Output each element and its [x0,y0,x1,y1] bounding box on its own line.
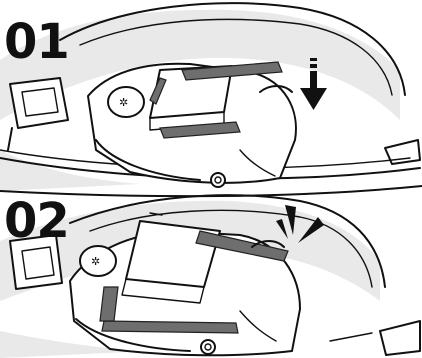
step-number: 01 [4,18,69,66]
step-number: 02 [4,197,69,245]
step-panel-2: ✲ 02 [0,191,422,358]
step-panel-1: ✲ 01 [0,0,422,191]
